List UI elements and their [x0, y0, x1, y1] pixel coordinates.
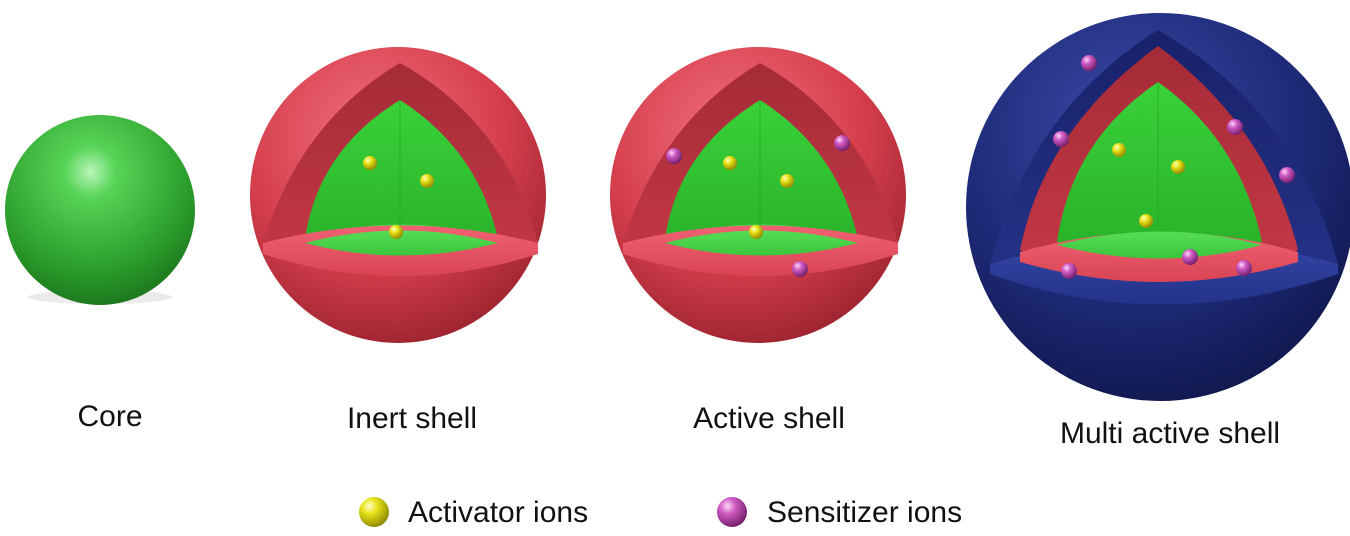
- legend-activator-icon: [359, 497, 389, 527]
- activator-ion: [363, 156, 377, 170]
- multi-active-shell-particle: [966, 13, 1350, 401]
- legend: Activator ions Sensitizer ions: [359, 496, 962, 529]
- active-shell-particle: [610, 47, 906, 343]
- sensitizer-ion: [792, 261, 808, 277]
- sensitizer-ion: [666, 148, 682, 164]
- sensitizer-ion: [1081, 55, 1097, 71]
- activator-ion: [1171, 160, 1185, 174]
- legend-sensitizer-label: Sensitizer ions: [767, 496, 962, 529]
- label-inert-shell: Inert shell: [347, 402, 477, 435]
- activator-ion: [749, 225, 763, 239]
- sensitizer-ion: [1227, 119, 1243, 135]
- activator-ion: [780, 174, 794, 188]
- label-core: Core: [77, 400, 142, 433]
- legend-activator-label: Activator ions: [408, 496, 588, 529]
- sensitizer-ion: [1061, 263, 1077, 279]
- activator-ion: [389, 225, 403, 239]
- sensitizer-ion: [1236, 260, 1252, 276]
- activator-ion: [420, 174, 434, 188]
- core-particle: [5, 115, 195, 305]
- sensitizer-ion: [1279, 167, 1295, 183]
- activator-ion: [1112, 143, 1126, 157]
- sensitizer-ion: [1182, 249, 1198, 265]
- sensitizer-ion: [1053, 131, 1069, 147]
- sensitizer-ion: [834, 135, 850, 151]
- label-active-shell: Active shell: [693, 402, 845, 435]
- activator-ion: [1139, 214, 1153, 228]
- legend-sensitizer-icon: [717, 497, 747, 527]
- activator-ion: [723, 156, 737, 170]
- inert-shell-particle: [250, 47, 546, 343]
- label-multi-active-shell: Multi active shell: [1060, 417, 1280, 450]
